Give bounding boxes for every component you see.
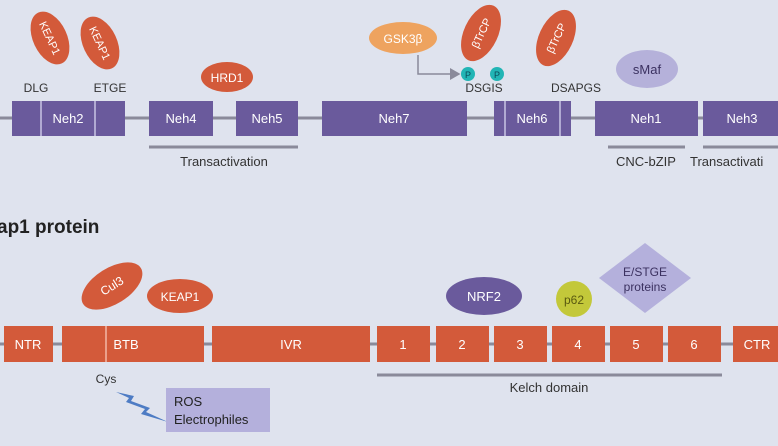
smaf-label: sMaf — [633, 62, 662, 77]
domain-neh2: Neh2 — [12, 101, 125, 136]
estge-label-line1: E/STGE — [623, 265, 667, 279]
domain-neh5-label: Neh5 — [251, 111, 282, 126]
domain-btb-label: BTB — [113, 337, 138, 352]
region-cnc-bzip: CNC-bZIP — [616, 154, 676, 169]
kelch-repeat-2: 2 — [436, 326, 489, 362]
ros-electrophiles-box: ROS Electrophiles — [166, 388, 270, 432]
keap1-section-title: ap1 protein — [0, 217, 99, 238]
p62-label: p62 — [564, 293, 584, 307]
estge-label-line2: proteins — [624, 280, 667, 294]
cul3-binder: Cul3 — [81, 262, 143, 310]
hrd1-label: HRD1 — [211, 71, 244, 85]
phospho-site-2: P — [490, 67, 504, 81]
domain-neh3: Neh3 — [703, 101, 778, 136]
motif-dlg: DLG — [24, 81, 49, 95]
region-transactivation: Transactivation — [180, 154, 268, 169]
nrf2-binder-label: NRF2 — [467, 289, 501, 304]
domain-neh1-label: Neh1 — [630, 111, 661, 126]
kelch-1-label: 1 — [399, 337, 406, 352]
domain-ctr: CTR — [733, 326, 778, 362]
kelch-5-label: 5 — [632, 337, 639, 352]
kelch-6-label: 6 — [690, 337, 697, 352]
keap1-dimer-binder: KEAP1 — [147, 279, 213, 313]
nrf2-binder: NRF2 — [446, 277, 522, 315]
domain-neh4-label: Neh4 — [165, 111, 196, 126]
kelch-2-label: 2 — [458, 337, 465, 352]
domain-neh7: Neh7 — [322, 101, 467, 136]
btrcp-binder-left: βTrCP — [461, 4, 501, 62]
keap1-binder-left: KEAP1 — [30, 11, 70, 65]
domain-neh5: Neh5 — [236, 101, 298, 136]
kelch-repeat-5: 5 — [610, 326, 663, 362]
phospho-2-label: P — [494, 70, 500, 80]
kelch-repeat-1: 1 — [377, 326, 430, 362]
kelch-repeat-3: 3 — [494, 326, 547, 362]
motif-dsapgs: DSAPGS — [551, 81, 601, 95]
gsk3b-binder: GSK3β — [369, 22, 437, 54]
cys-label: Cys — [96, 372, 117, 386]
region-kelch: Kelch domain — [510, 380, 589, 395]
motif-etge: ETGE — [94, 81, 127, 95]
domain-btb: BTB — [62, 326, 204, 362]
domain-neh3-label: Neh3 — [726, 111, 757, 126]
hrd1-binder: HRD1 — [201, 62, 253, 92]
phospho-1-label: P — [465, 70, 471, 80]
domain-ntr: NTR — [4, 326, 53, 362]
kelch-4-label: 4 — [574, 337, 581, 352]
electrophiles-label: Electrophiles — [174, 412, 249, 427]
kelch-repeat-4: 4 — [552, 326, 605, 362]
kelch-3-label: 3 — [516, 337, 523, 352]
keap1-dimer-label: KEAP1 — [161, 290, 200, 304]
ros-label: ROS — [174, 394, 203, 409]
region-transactivation-2: Transactivati — [690, 154, 763, 169]
btrcp-binder-right: βTrCP — [536, 9, 576, 67]
kelch-repeat-6: 6 — [668, 326, 721, 362]
domain-neh6: Neh6 — [494, 101, 571, 136]
domain-neh7-label: Neh7 — [378, 111, 409, 126]
p62-binder: p62 — [556, 281, 592, 317]
domain-ctr-label: CTR — [744, 337, 771, 352]
keap1-binder-right: KEAP1 — [80, 16, 120, 70]
domain-neh6-label: Neh6 — [516, 111, 547, 126]
domain-neh2-label: Neh2 — [52, 111, 83, 126]
domain-neh4: Neh4 — [149, 101, 213, 136]
estge-proteins-diamond: E/STGE proteins — [599, 243, 691, 313]
lightning-icon — [116, 392, 168, 422]
motif-dsgis: DSGIS — [465, 81, 502, 95]
smaf-binder: sMaf — [616, 50, 678, 88]
phospho-site-1: P — [461, 67, 475, 81]
domain-ivr: IVR — [212, 326, 370, 362]
domain-ivr-label: IVR — [280, 337, 302, 352]
phosphorylation-arrow — [417, 55, 461, 80]
gsk3b-label: GSK3β — [384, 32, 423, 46]
domain-ntr-label: NTR — [15, 337, 42, 352]
domain-neh1: Neh1 — [595, 101, 698, 136]
